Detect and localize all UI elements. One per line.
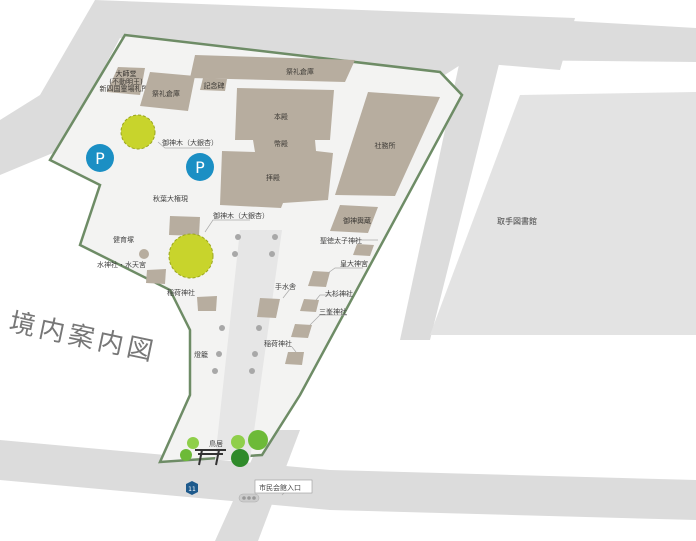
label-kotaijingu: 皇大神宮: [340, 259, 368, 268]
building-akiba: [169, 216, 200, 236]
svg-text:御神輿蔵: 御神輿蔵: [343, 216, 371, 225]
lanterns: [212, 234, 278, 374]
label-fudezuka: 健育塚: [113, 235, 134, 244]
building-shaden: [220, 88, 334, 208]
building-daishido: [107, 67, 145, 95]
bus-stop-icon: [238, 493, 260, 503]
building-sairei-souko: [140, 72, 195, 111]
road-top: [0, 0, 575, 175]
building-mikoshigura: [330, 205, 378, 233]
svg-text:幣殿: 幣殿: [274, 139, 288, 148]
label-toro: 燈籠: [194, 350, 208, 359]
parking-icon[interactable]: P: [186, 153, 214, 181]
parking-icon[interactable]: P: [86, 144, 114, 172]
building-kinenhi: [200, 78, 227, 91]
label-goshinboku-1: 御神木（大銀杏）: [162, 138, 218, 147]
svg-text:記念碑: 記念碑: [204, 81, 225, 90]
buildings: 祭礼倉庫 大師堂 (不動明王) 新四国霊場札所 祭礼倉庫 記念碑 本殿 幣殿 拝…: [100, 55, 440, 365]
building-sairei-souko-top: [190, 55, 355, 82]
svg-text:新四国霊場札所: 新四国霊場札所: [100, 84, 149, 93]
svg-text:11: 11: [188, 486, 196, 493]
label-torii: 鳥居: [209, 439, 223, 448]
building-shamusho: [335, 92, 440, 196]
trees-icon: [180, 430, 268, 467]
building-shotoku: [353, 244, 374, 256]
svg-text:本殿: 本殿: [274, 112, 288, 121]
svg-text:P: P: [95, 149, 105, 168]
building-temizuya: [257, 298, 280, 318]
svg-text:大師堂: 大師堂: [116, 69, 137, 78]
building-inari-left: [197, 296, 217, 311]
ginkgo-tree-icon: [120, 114, 156, 150]
svg-text:(不動明王): (不動明王): [109, 77, 143, 86]
label-akiba: 秋葉大権現: [153, 194, 188, 203]
svg-text:社務所: 社務所: [375, 141, 396, 150]
label-inari-1: 稲荷神社: [167, 288, 195, 297]
label-shotoku: 聖徳太子神社: [320, 236, 362, 245]
road-bottom: [0, 440, 696, 520]
svg-text:祭礼倉庫: 祭礼倉庫: [152, 89, 180, 98]
svg-text:祭礼倉庫: 祭礼倉庫: [286, 67, 314, 76]
approach-path: [215, 230, 282, 460]
label-suijinja: 水神社・水天宮: [97, 260, 146, 269]
leader-lines: [157, 141, 378, 496]
svg-text:市民会館入口: 市民会館入口: [259, 483, 301, 492]
label-mitsumine: 三峯神社: [319, 307, 347, 316]
library-label: 取手図書館: [497, 216, 537, 226]
building-mitsumine: [291, 324, 312, 338]
svg-text:P: P: [195, 158, 205, 177]
map-title: 境内案内図: [7, 308, 160, 369]
label-temizuya: 手水舎: [275, 282, 296, 291]
library-block: [430, 92, 696, 335]
fudezuka-mound: [139, 249, 149, 259]
label-inari-2: 稲荷神社: [264, 339, 292, 348]
road-top-right: [500, 18, 696, 62]
ginkgo-tree-icon: [168, 233, 214, 279]
label-osugi: 大杉神社: [325, 289, 353, 298]
building-kotaijingu: [308, 271, 330, 287]
building-inari-right: [285, 352, 304, 365]
building-suijinja: [146, 269, 166, 284]
label-goshinboku-2: 御神木（大銀杏）: [213, 211, 269, 220]
entrance-label[interactable]: 市民会館入口: [254, 479, 313, 494]
route-11-marker: 11: [186, 481, 198, 495]
road-right-diagonal: [400, 60, 500, 340]
svg-text:拝殿: 拝殿: [266, 173, 280, 182]
torii-icon: [195, 449, 226, 466]
building-osugi: [300, 299, 319, 312]
